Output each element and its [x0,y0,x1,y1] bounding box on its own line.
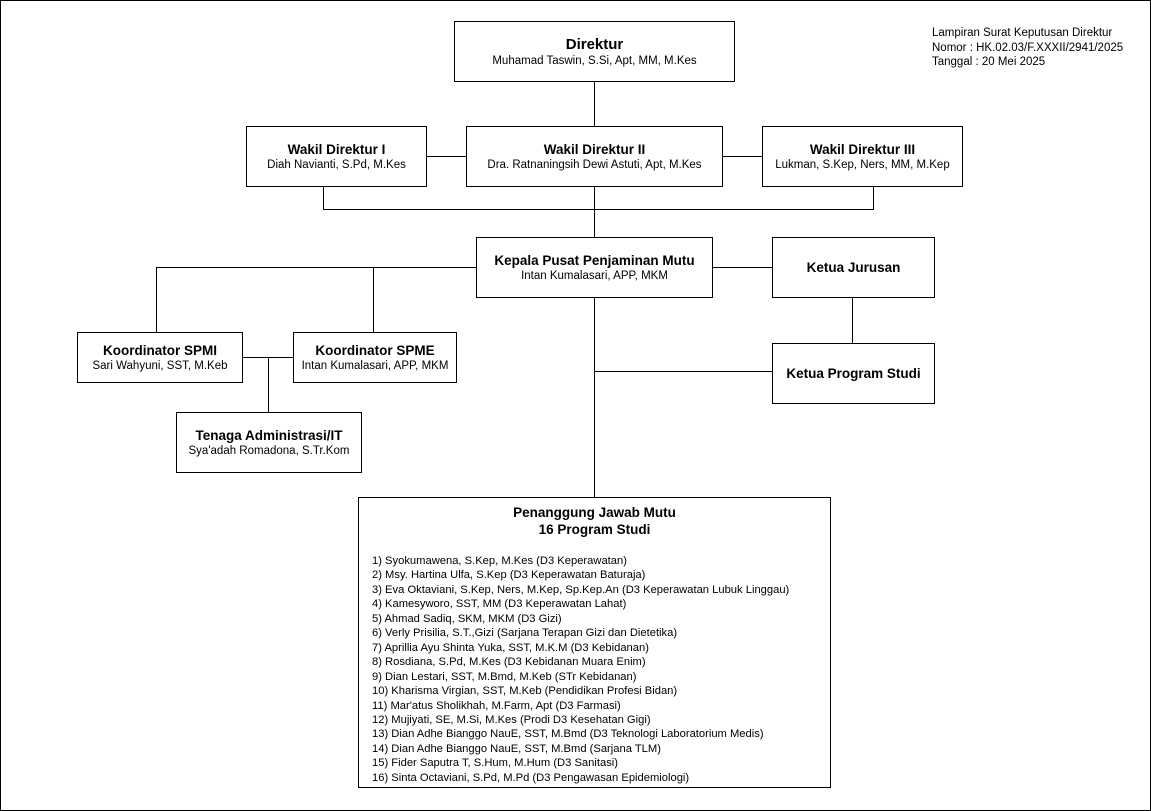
list-item: 9) Dian Lestari, SST, M.Bmd, M.Keb (STr … [372,670,637,683]
tenaga-administrasi-box: Tenaga Administrasi/IT Sya'adah Romadona… [176,412,362,473]
koordinator-spme-box: Koordinator SPME Intan Kumalasari, APP, … [293,332,457,383]
connector-line [426,156,467,157]
wakil-direktur-3-box: Wakil Direktur III Lukman, S.Kep, Ners, … [762,126,963,187]
penanggung-jawab-subtitle: 16 Program Studi [538,522,651,537]
direktur-box: Direktur Muhamad Taswin, S.Si, Apt, MM, … [454,21,735,82]
wakil-direktur-2-title: Wakil Direktur II [543,141,646,157]
decree-note: Lampiran Surat Keputusan Direktur Nomor … [932,26,1123,70]
penanggung-jawab-title: Penanggung Jawab Mutu [513,505,676,520]
connector-line [156,267,157,332]
tenaga-administrasi-name: Sya'adah Romadona, S.Tr.Kom [188,444,350,457]
list-item: 13) Dian Adhe Bianggo NauE, SST, M.Bmd (… [372,728,764,741]
connector-line [323,186,324,209]
direktur-name: Muhamad Taswin, S.Si, Apt, MM, M.Kes [492,54,697,67]
connector-line [323,209,874,210]
list-item: 6) Verly Prisilia, S.T.,Gizi (Sarjana Te… [372,627,678,640]
kepala-pusat-name: Intan Kumalasari, APP, MKM [521,269,668,282]
connector-line [722,156,763,157]
decree-title: Lampiran Surat Keputusan Direktur [932,27,1113,39]
list-item: 8) Rosdiana, S.Pd, M.Kes (D3 Kebidanan M… [372,656,646,669]
connector-line [594,297,595,497]
connector-line [373,267,374,332]
list-item: 11) Mar'atus Sholikhah, M.Farm, Apt (D3 … [372,699,621,712]
list-item: 1) Syokumawena, S.Kep, M.Kes (D3 Keperaw… [372,555,627,567]
connector-line [594,81,595,127]
penanggung-jawab-list: 1) Syokumawena, S.Kep, M.Kes (D3 Keperaw… [372,554,789,785]
koordinator-spme-name: Intan Kumalasari, APP, MKM [301,359,449,372]
connector-line [594,186,595,237]
ketua-prodi-title: Ketua Program Studi [786,366,921,381]
koordinator-spme-title: Koordinator SPME [315,342,435,358]
ketua-jurusan-title: Ketua Jurusan [806,260,901,275]
connector-line [594,371,773,372]
direktur-title: Direktur [565,35,624,53]
list-item: 7) Aprillia Ayu Shinta Yuka, SST, M.K.M … [372,641,649,654]
tenaga-administrasi-title: Tenaga Administrasi/IT [195,427,343,443]
wakil-direktur-1-name: Diah Navianti, S.Pd, M.Kes [267,158,406,171]
koordinator-spmi-title: Koordinator SPMI [103,342,217,358]
list-item: 4) Kamesyworo, SST, MM (D3 Keperawatan L… [372,598,627,611]
list-item: 3) Eva Oktaviani, S.Kep, Ners, M.Kep, Sp… [372,583,790,596]
ketua-prodi-box: Ketua Program Studi [772,343,935,404]
kepala-pusat-box: Kepala Pusat Penjaminan Mutu Intan Kumal… [476,237,713,298]
wakil-direktur-1-box: Wakil Direktur I Diah Navianti, S.Pd, M.… [246,126,427,187]
list-item: 15) Fider Saputra T, S.Hum, M.Hum (D3 Sa… [372,757,618,770]
decree-number: Nomor : HK.02.03/F.XXXII/2941/2025 [932,41,1124,54]
penanggung-jawab-box: Penanggung Jawab Mutu 16 Program Studi 1… [358,497,831,788]
connector-line [268,357,269,412]
penanggung-jawab-header: Penanggung Jawab Mutu 16 Program Studi [359,504,830,538]
kepala-pusat-title: Kepala Pusat Penjaminan Mutu [494,252,695,268]
wakil-direktur-2-box: Wakil Direktur II Dra. Ratnaningsih Dewi… [466,126,723,187]
connector-line [852,297,853,343]
connector-line [712,267,773,268]
list-item: 10) Kharisma Virgian, SST, M.Keb (Pendid… [372,685,678,698]
list-item: 12) Mujiyati, SE, M.Si, M.Kes (Prodi D3 … [372,713,651,726]
wakil-direktur-2-name: Dra. Ratnaningsih Dewi Astuti, Apt, M.Ke… [487,158,702,171]
wakil-direktur-3-title: Wakil Direktur III [809,141,916,157]
koordinator-spmi-name: Sari Wahyuni, SST, M.Keb [92,359,228,372]
list-item: 5) Ahmad Sadiq, SKM, MKM (D3 Gizi) [372,612,562,625]
connector-line [156,267,476,268]
koordinator-spmi-box: Koordinator SPMI Sari Wahyuni, SST, M.Ke… [77,332,243,383]
connector-line [873,186,874,209]
list-item: 14) Dian Adhe Bianggo NauE, SST, M.Bmd (… [372,742,661,755]
list-item: 16) Sinta Octaviani, S.Pd, M.Pd (D3 Peng… [372,771,690,784]
wakil-direktur-3-name: Lukman, S.Kep, Ners, MM, M.Kep [775,158,950,171]
wakil-direktur-1-title: Wakil Direktur I [287,141,386,157]
ketua-jurusan-box: Ketua Jurusan [772,237,935,298]
decree-date: Tanggal : 20 Mei 2025 [932,56,1046,68]
list-item: 2) Msy. Hartina Ulfa, S.Kep (D3 Keperawa… [372,569,646,582]
